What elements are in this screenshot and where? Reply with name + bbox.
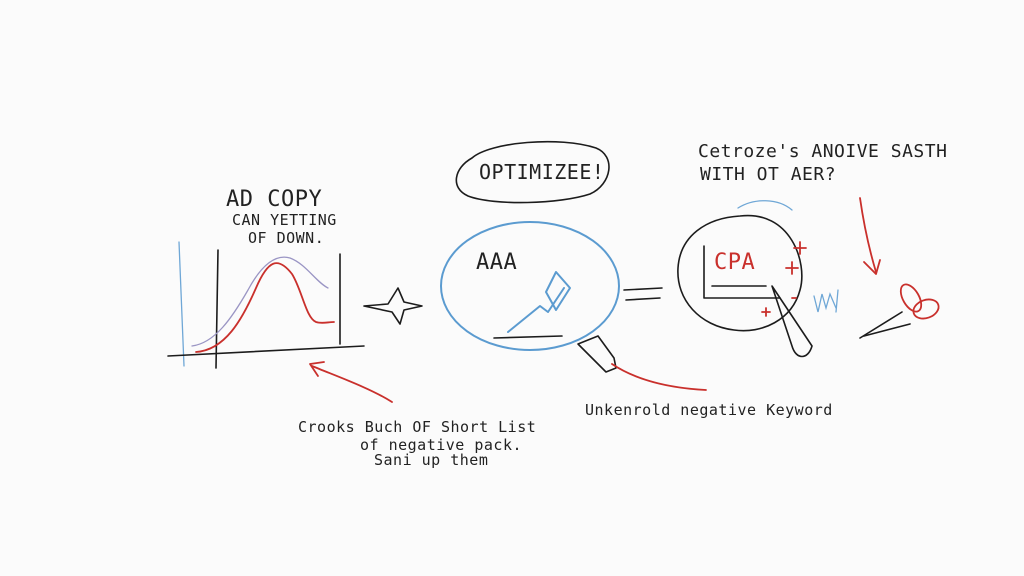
question-line-1: Cetroze's ANOIVE SASTH [698,141,948,162]
chart-left-axis [215,249,219,369]
cpa-circle [677,200,813,358]
sparkle-icon [363,287,423,325]
chart-blue-axis [178,241,185,367]
equals-icon [623,287,663,301]
chart-baseline [167,345,365,357]
note-line-3: Sani up them [374,451,489,469]
arrow-icon [309,197,881,403]
note-line-2: of negative pack. [360,436,523,454]
scissors-icon [859,283,940,339]
scribble-mark [813,289,839,313]
magnifying-glass-icon [440,221,620,373]
ad-copy-line-1: CAN YETTING [232,211,337,229]
ad-copy-line-2: OF DOWN. [248,229,325,247]
red-curve [195,262,335,353]
optimize-bubble-text: OPTIMIZEE! [479,160,605,184]
optimize-bubble [455,140,610,204]
purple-curve [191,256,329,347]
ad-copy-title: AD COPY [226,187,323,212]
magnifier-text: AAA [476,250,518,275]
question-line-2: WITH OT AER? [700,164,837,185]
cpa-text: CPA [714,250,756,275]
bell-curve-chart [167,241,365,369]
note-line-1: Crooks Buch OF Short List [298,418,537,436]
negative-keyword-label: Unkenrold negative Keyword [585,401,833,419]
